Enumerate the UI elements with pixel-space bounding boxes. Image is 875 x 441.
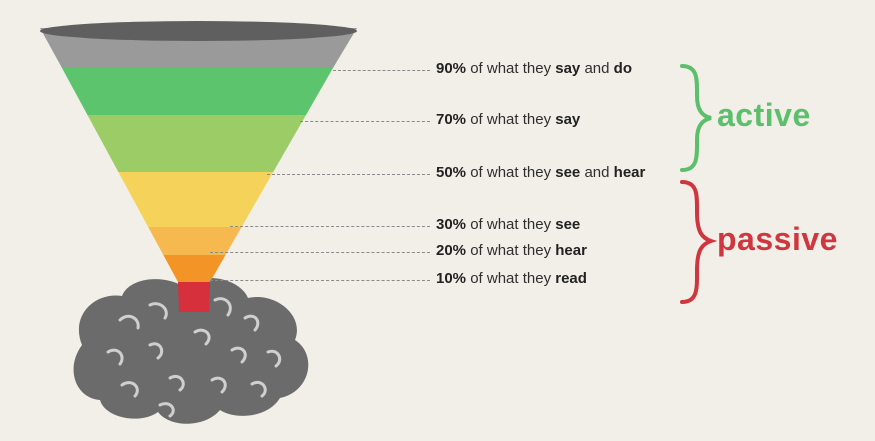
retention-percent: 10% [436, 270, 467, 287]
activity-keyword: read [555, 270, 587, 287]
activity-keyword: see [555, 216, 581, 233]
funnel-band [62, 68, 333, 115]
row-text: of what they [466, 270, 556, 287]
row-text: and [580, 164, 614, 181]
learning-row: 10% of what they read [436, 268, 587, 290]
row-text: of what they [466, 164, 556, 181]
retention-percent: 30% [436, 216, 467, 233]
learning-row: 70% of what they say [436, 109, 580, 131]
row-text: of what they [466, 111, 556, 128]
activity-keyword: see [555, 164, 581, 181]
activity-keyword: hear [613, 164, 646, 181]
dashed-leader-line [210, 280, 430, 281]
funnel-icon [40, 21, 357, 312]
funnel-band [87, 115, 306, 172]
active-brace-icon [680, 64, 712, 172]
retention-percent: 70% [436, 111, 467, 128]
learning-row: 90% of what they say and do [436, 58, 632, 80]
funnel-band [148, 227, 242, 255]
dashed-leader-line [267, 174, 430, 175]
dashed-leader-line [210, 252, 430, 253]
passive-label: passive [717, 221, 838, 257]
learning-row: 30% of what they see [436, 214, 580, 236]
passive-brace-icon [680, 180, 718, 304]
dashed-leader-line [300, 121, 430, 122]
retention-percent: 90% [436, 60, 467, 77]
retention-percent: 50% [436, 164, 467, 181]
dashed-leader-line [230, 226, 430, 227]
activity-keyword: say [555, 60, 581, 77]
row-text: of what they [466, 60, 556, 77]
activity-keyword: hear [555, 242, 587, 259]
funnel-band [118, 172, 274, 227]
funnel-band [163, 255, 226, 282]
row-text: and [580, 60, 614, 77]
brain-icon [73, 277, 309, 424]
retention-percent: 20% [436, 242, 467, 259]
row-text: of what they [466, 216, 556, 233]
dashed-leader-line [333, 70, 430, 71]
active-label: active [717, 97, 811, 133]
activity-keyword: do [613, 60, 632, 77]
learning-row: 20% of what they hear [436, 240, 587, 262]
row-text: of what they [466, 242, 556, 259]
activity-keyword: say [555, 111, 581, 128]
learning-row: 50% of what they see and hear [436, 162, 645, 184]
